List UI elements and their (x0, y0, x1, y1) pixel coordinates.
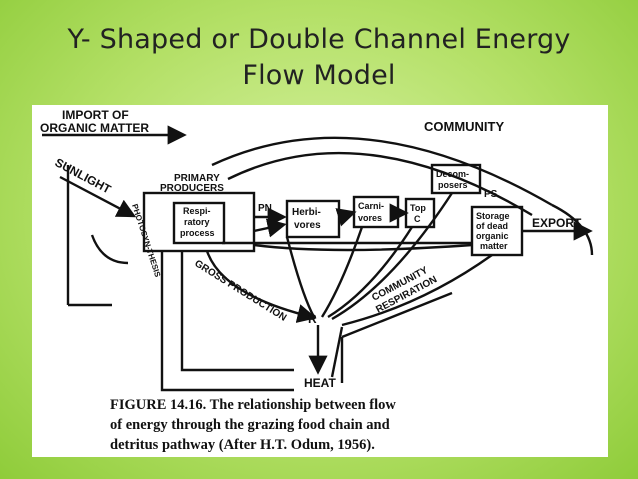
respiratory-label-2: ratory (184, 217, 210, 227)
primary-producers-box (142, 191, 256, 253)
storage-label-3: organic (476, 231, 509, 241)
energy-flow-figure: IMPORT OF ORGANIC MATTER COMMUNITY SUNLI… (32, 105, 608, 457)
carnivores-label-2: vores (358, 213, 382, 223)
herbivores-label-2: vores (294, 220, 321, 231)
energy-flow-diagram: IMPORT OF ORGANIC MATTER COMMUNITY SUNLI… (40, 108, 594, 392)
primary-label-2: PRODUCERS (160, 183, 224, 194)
storage-label-2: of dead (476, 221, 508, 231)
import-label-2: ORGANIC MATTER (40, 121, 149, 135)
caption-line-2: of energy through the grazing food chain… (110, 417, 390, 433)
caption-line-1: FIGURE 14.16. The relationship between f… (110, 397, 396, 413)
title-line-1: Y- Shaped or Double Channel Energy (67, 24, 571, 55)
community-arc (211, 136, 553, 207)
top-label-2: C (414, 214, 421, 224)
storage-label-1: Storage (476, 211, 510, 221)
primary-label-1: PRIMARY (174, 173, 220, 184)
community-label: COMMUNITY (424, 119, 504, 134)
r-label: R (308, 312, 317, 326)
caption-line-3: detritus pathway (After H.T. Odum, 1956)… (110, 437, 375, 453)
gross-production-channel (180, 251, 294, 372)
sunlight-arrow (59, 175, 137, 218)
storage-label-4: matter (480, 241, 508, 251)
photosynthesis-label: PHOTOSYN-THESIS (130, 203, 162, 279)
respiratory-label-1: Respi- (183, 206, 211, 216)
respiratory-label-3: process (180, 228, 215, 238)
top-label-1: Top (410, 203, 426, 213)
title-line-2: Flow Model (242, 60, 396, 91)
ps-label: PS (484, 189, 498, 200)
decomposers-box (430, 163, 482, 195)
figure-caption: FIGURE 14.16. The relationship between f… (110, 395, 570, 455)
pn-label: PN (258, 203, 272, 214)
carnivores-label-1: Carni- (358, 201, 384, 211)
gross-production-label: GROSS PRODUCTION (192, 258, 288, 324)
export-label: EXPORT (532, 216, 582, 230)
slide-title: Y- Shaped or Double Channel Energy Flow … (0, 22, 638, 94)
decomposers-label-2: posers (438, 180, 468, 190)
import-label-1: IMPORT OF (62, 108, 129, 122)
heat-label: HEAT (304, 376, 336, 390)
decomposers-label-1: Decom- (436, 169, 469, 179)
respiratory-box (172, 201, 226, 245)
herbivores-label-1: Herbi- (292, 207, 321, 218)
